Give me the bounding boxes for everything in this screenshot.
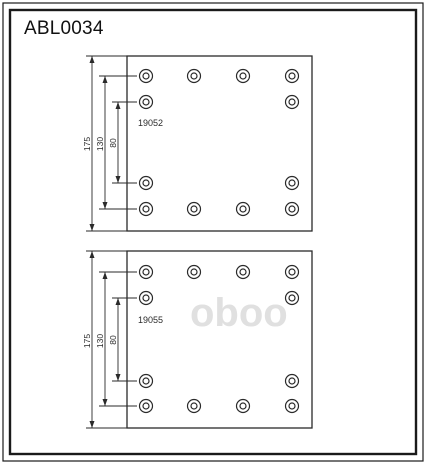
plate-1-dim-middle-label: 130 [95,137,105,151]
plate-2-dim-inner-label: 80 [108,335,118,345]
hole [138,290,154,306]
plate-1-dim-outer-label: 175 [82,137,92,151]
hole [138,175,154,191]
hole [284,201,300,217]
hole [138,94,154,110]
hole [284,398,300,414]
plate-2-dimension-lines [91,251,119,428]
plate-2-holes [138,264,300,414]
plate-2-dim-middle-label: 130 [95,334,105,348]
hole [138,68,154,84]
hole [284,290,300,306]
hole [138,398,154,414]
drawing-title: ABL0034 [24,18,104,39]
hole [235,201,251,217]
hole [284,264,300,280]
hole [235,68,251,84]
plate-1-part-number: 19052 [138,118,163,128]
plate-1: 175 130 80 19052 [82,55,313,232]
plate-1-holes [138,68,300,217]
plate-2-outline [126,250,313,429]
watermark-text: oboo [190,291,288,335]
hole [138,373,154,389]
plate-1-dimension-lines [91,56,119,231]
plate-2-part-number: 19055 [138,315,163,325]
plate-2-arrowheads [89,251,121,428]
inner-border [8,8,418,456]
hole [284,94,300,110]
plate-1-outline [126,55,313,232]
hole [284,68,300,84]
hole [284,373,300,389]
hole [235,264,251,280]
plate-2: 175 130 80 19055 [82,250,313,429]
hole [284,175,300,191]
hole [186,68,202,84]
hole [186,201,202,217]
plate-1-arrowheads [89,56,121,231]
hole [186,264,202,280]
plate-2-dim-outer-label: 175 [82,334,92,348]
hole [235,398,251,414]
hole [138,264,154,280]
hole [186,398,202,414]
plate-1-dim-inner-label: 80 [108,138,118,148]
hole [138,201,154,217]
